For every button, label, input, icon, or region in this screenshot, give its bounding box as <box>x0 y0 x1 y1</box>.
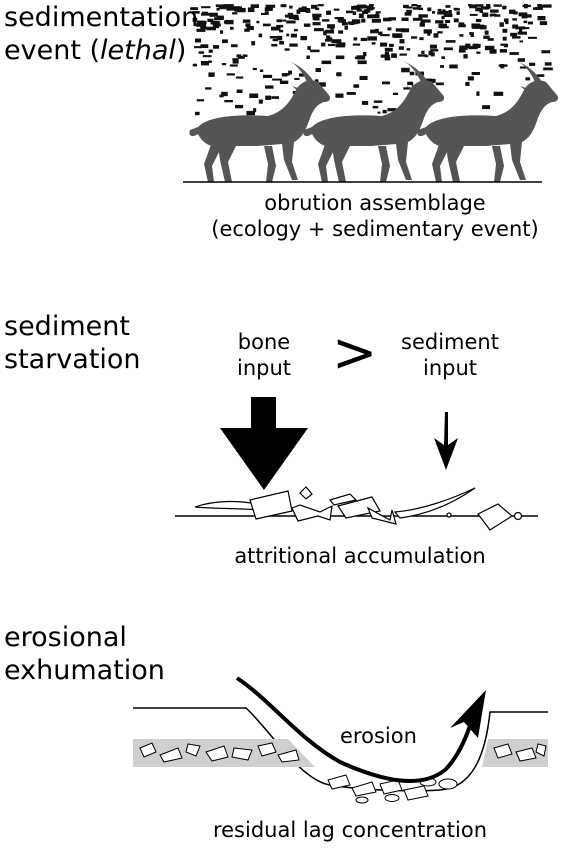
goat-1 <box>189 60 330 182</box>
panel2-caption: attritional accumulation <box>200 544 520 570</box>
panel3-heading-line1: erosional <box>4 622 127 653</box>
sediment-input-line1: sediment <box>401 330 499 354</box>
goat-3 <box>417 60 558 182</box>
bone-input-label: bone input <box>222 329 306 382</box>
panel3-caption: residual lag concentration <box>180 818 520 844</box>
sediment-input-label: sediment input <box>390 329 510 382</box>
panel2-heading-line1: sediment <box>4 311 130 342</box>
greater-than-symbol: > <box>332 326 377 380</box>
panel2-heading: sediment starvation <box>4 311 141 377</box>
panel1-heading: sedimentation event (lethal) <box>4 2 198 68</box>
panel1-caption-line1: obrution assemblage <box>264 191 485 215</box>
goat-2 <box>303 60 444 182</box>
sediment-input-line2: input <box>423 356 477 380</box>
bone-input-line1: bone <box>238 330 290 354</box>
bone-input-line2: input <box>237 356 291 380</box>
panel3-heading-line2: exhumation <box>4 655 165 686</box>
panel1-heading-post: ) <box>176 35 187 66</box>
falling-sediment-specks <box>190 4 553 115</box>
panel1-caption: obrution assemblage (ecology + sedimenta… <box>205 191 545 242</box>
panel2-heading-line2: starvation <box>4 344 141 375</box>
sediment-input-arrow <box>434 412 458 470</box>
panel1-caption-line2: (ecology + sedimentary event) <box>211 217 538 241</box>
panel3-heading: erosional exhumation <box>4 622 165 688</box>
bone-scatter <box>195 487 522 530</box>
panel1-heading-line2: event (lethal) <box>4 35 186 66</box>
panel1-heading-em: lethal <box>100 35 176 66</box>
panel1-heading-line1: sedimentation <box>4 2 198 33</box>
erosion-label: erosion <box>340 724 417 750</box>
panel1-heading-pre: event ( <box>4 35 100 66</box>
bone-input-arrow <box>220 397 308 490</box>
